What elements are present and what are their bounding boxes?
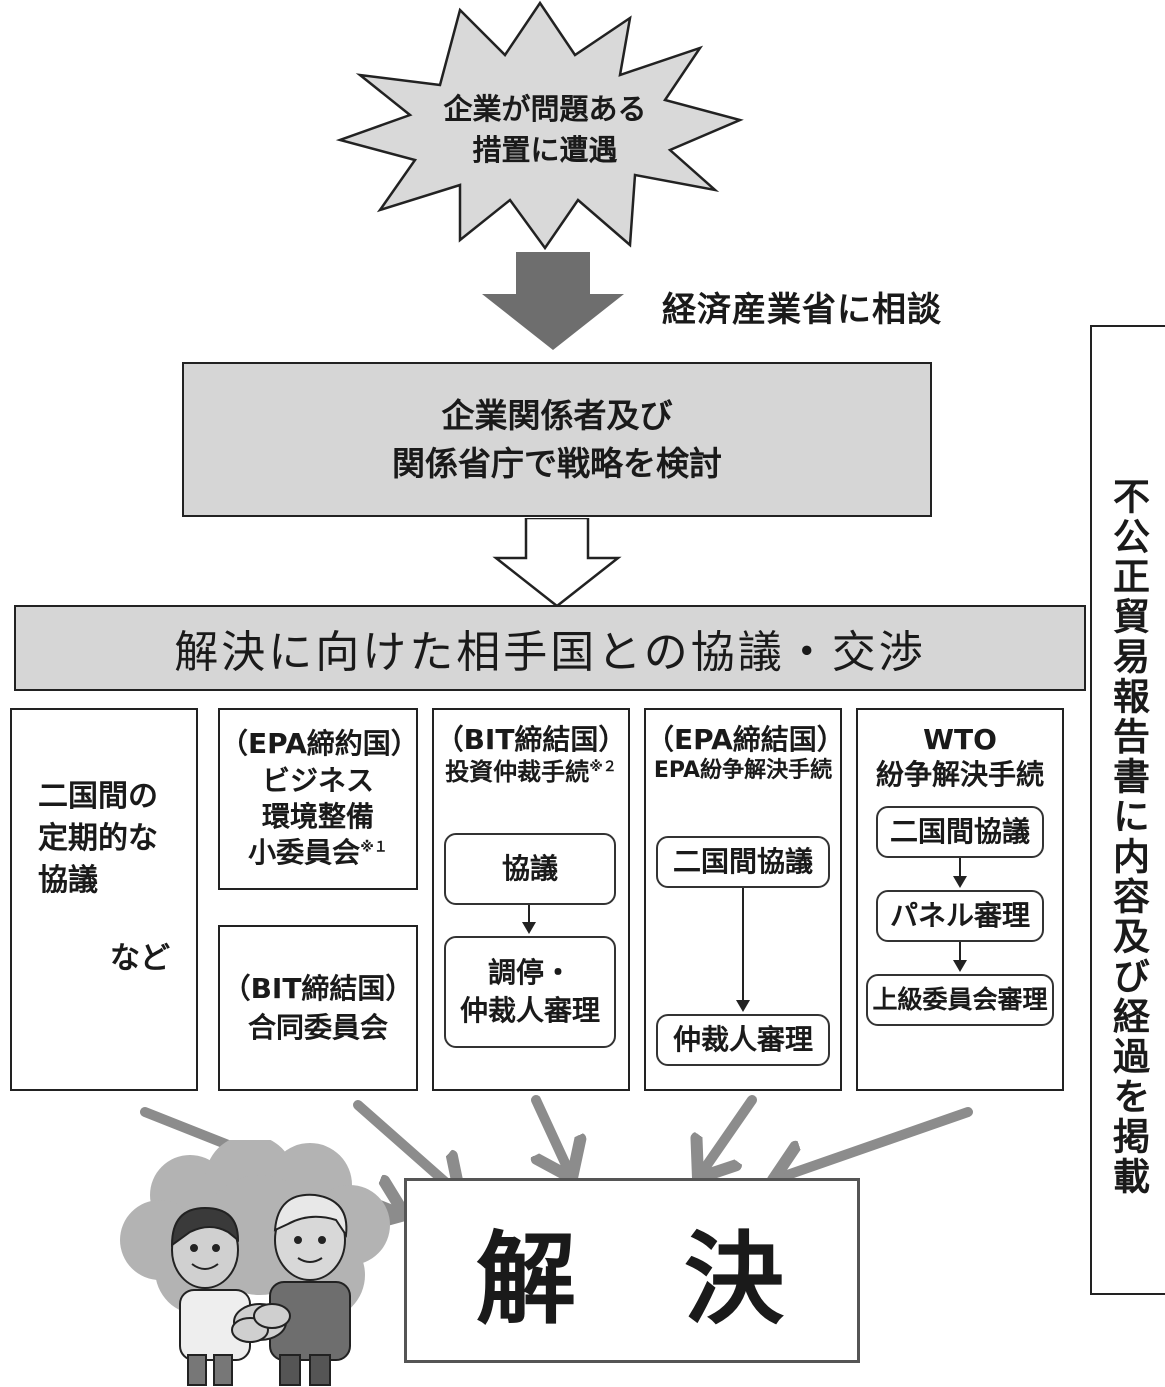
- col5-step-1-label: 二国間協議: [889, 815, 1030, 849]
- arrow-col4: [698, 1095, 757, 1178]
- down-arrow-dark: [482, 252, 624, 350]
- col3-step-2: 調停・ 仲裁人審理: [444, 936, 616, 1048]
- col2b-line-1: （BIT締結国）: [222, 971, 414, 1005]
- col5-subheader: 紛争解決手続: [875, 758, 1044, 791]
- col5-connector-1: [959, 858, 961, 878]
- down-arrow-outline: [492, 518, 622, 608]
- col3-connector: [528, 905, 530, 923]
- col2a-line-4-text: 小委員会: [248, 836, 361, 870]
- col3-step-2-label: 調停・ 仲裁人審理: [459, 956, 600, 1027]
- col2a-line-4: 小委員会※１: [248, 835, 388, 871]
- col1-line-2: 定期的な: [38, 821, 158, 856]
- col3-header: （BIT締結国） 投資仲裁手続※２: [434, 722, 628, 787]
- strategy-box: 企業関係者及び 関係省庁で戦略を検討: [182, 362, 932, 517]
- col3-subheader-text: 投資仲裁手続: [445, 758, 590, 786]
- col3-subheader: 投資仲裁手続※２: [445, 757, 617, 787]
- resolution-box: 解 決: [404, 1178, 860, 1363]
- col5-connector-2: [959, 942, 961, 962]
- col5-arrowhead-1: [953, 876, 967, 888]
- col5-step-3: 上級委員会審理: [866, 974, 1054, 1026]
- col5-box: WTO 紛争解決手続 二国間協議 パネル審理 上級委員会審理: [856, 708, 1064, 1091]
- col4-connector: [742, 888, 744, 1001]
- col4-step-1-label: 二国間協議: [672, 845, 813, 879]
- col2a-line-2: ビジネス: [261, 763, 374, 797]
- col3-arrowhead: [522, 922, 536, 934]
- handshake-illustration: [120, 1140, 390, 1386]
- col5-step-1: 二国間協議: [876, 806, 1044, 858]
- col2b-line-2: 合同委員会: [247, 1011, 388, 1044]
- arrow-col5: [773, 1107, 973, 1180]
- col5-step-2: パネル審理: [876, 890, 1044, 942]
- col1-line-1: 二国間の: [38, 779, 158, 814]
- arrow-col3: [536, 1095, 572, 1178]
- col1-box: 二国間の 定期的な 協議 など: [10, 708, 198, 1091]
- col5-step-2-label: パネル審理: [889, 899, 1030, 933]
- col3-note: ※２: [589, 759, 617, 775]
- negotiation-box: 解決に向けた相手国との協議・交渉: [14, 605, 1086, 691]
- resolution-text: 解 決: [476, 1221, 788, 1338]
- col2a-line-3: 環境整備: [261, 800, 374, 833]
- consult-label: 経済産業省に相談: [662, 290, 942, 330]
- negotiation-title: 解決に向けた相手国との協議・交渉: [174, 627, 926, 678]
- strategy-line-2: 関係省庁で戦略を検討: [392, 443, 722, 483]
- man-left: [170, 1206, 251, 1386]
- col2a-box: （EPA締約国） ビジネス 環境整備 小委員会※１: [218, 708, 419, 890]
- col2a-note: ※１: [360, 840, 388, 857]
- burst-text: 企業が問題ある 措置に遭遇: [410, 85, 680, 175]
- col5-header: WTO 紛争解決手続: [858, 722, 1062, 792]
- col4-header: （EPA締結国） EPA紛争解決手続: [646, 722, 845, 785]
- col1-text: 二国間の 定期的な 協議: [38, 776, 158, 902]
- side-note-box: 不公正貿易報告書に内容及び経過を掲載: [1090, 325, 1165, 1295]
- col3-box: （BIT締結国） 投資仲裁手続※２ 協議 調停・ 仲裁人審理: [432, 708, 630, 1091]
- man-right: [269, 1193, 351, 1386]
- col3-header-text: （BIT締結国）: [435, 723, 627, 756]
- col5-step-3-label: 上級委員会審理: [872, 985, 1048, 1015]
- col1-suffix: など: [110, 941, 170, 976]
- strategy-line-1: 企業関係者及び: [441, 395, 673, 435]
- col4-header-text: （EPA締結国）: [646, 723, 845, 756]
- burst-line-2: 措置に遭遇: [472, 133, 618, 167]
- col2a-line-1: （EPA締約国）: [220, 727, 419, 761]
- col4-subheader: EPA紛争解決手続: [653, 758, 833, 783]
- col5-arrowhead-2: [953, 960, 967, 972]
- hands: [231, 1303, 291, 1343]
- col4-box: （EPA締結国） EPA紛争解決手続 二国間協議 仲裁人審理: [644, 708, 845, 1091]
- col4-step-2: 仲裁人審理: [656, 1014, 830, 1066]
- col1-line-3: 協議: [38, 863, 98, 898]
- col4-arrowhead: [736, 1000, 750, 1012]
- col4-step-1: 二国間協議: [656, 836, 830, 888]
- side-note-text: 不公正貿易報告書に内容及び経過を掲載: [1106, 477, 1150, 1197]
- col3-step-1: 協議: [444, 833, 616, 905]
- col2b-box: （BIT締結国） 合同委員会: [218, 925, 418, 1091]
- col5-header-text: WTO: [923, 723, 997, 756]
- col4-step-2-label: 仲裁人審理: [672, 1023, 813, 1057]
- burst-shape: [335, 0, 744, 250]
- col3-step-1-label: 協議: [501, 852, 558, 886]
- burst-line-1: 企業が問題ある: [443, 92, 647, 127]
